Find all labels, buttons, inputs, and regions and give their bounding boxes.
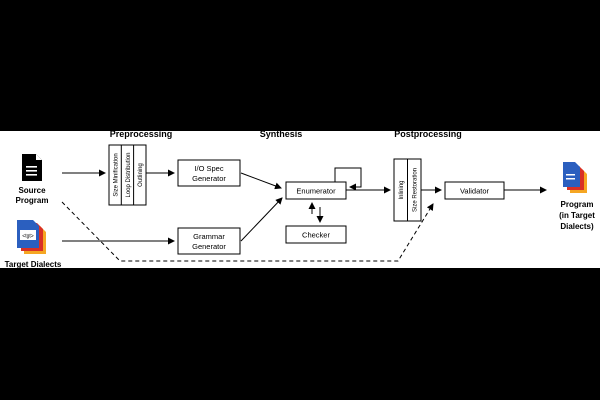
- validator-label: Validator: [460, 187, 490, 196]
- checker-box: [285, 225, 347, 244]
- header-preprocessing: Preprocessing: [110, 129, 173, 139]
- checker-label: Checker: [302, 231, 330, 240]
- grammar-generator-box: [177, 227, 241, 255]
- arrow-io-spec-to-enumerator: [240, 172, 282, 190]
- dashed-arrow-source-to-validator: [61, 201, 434, 262]
- source-program-file-icon: [22, 154, 42, 181]
- grammar-label-2: Generator: [192, 242, 226, 251]
- output-label-1: Program: [561, 200, 594, 209]
- io-spec-generator-box: [177, 159, 241, 187]
- arrow-enumerator-loop: [334, 167, 362, 191]
- arrow-grammar-to-enumerator: [240, 197, 283, 242]
- preprocessing-box: [108, 144, 147, 206]
- enumerator-label: Enumerator: [296, 187, 336, 196]
- output-program-file-icon: [563, 162, 587, 193]
- source-program-label-2: Program: [16, 196, 49, 205]
- step-outlining: Outlining: [138, 163, 144, 187]
- step-size-restoration: Size Restoration: [413, 168, 419, 212]
- io-spec-label-1: I/O Spec: [194, 164, 223, 173]
- tgt-tag: <tgt>: [22, 234, 33, 240]
- source-program-label-1: Source: [18, 186, 46, 195]
- io-spec-label-2: Generator: [192, 174, 226, 183]
- step-size-minification: Size Minification: [114, 153, 120, 196]
- output-label-2: (in Target: [559, 211, 595, 220]
- header-postprocessing: Postprocessing: [394, 129, 462, 139]
- step-inlining: Inlining: [399, 180, 405, 199]
- step-loop-distribution: Loop Distribution: [126, 152, 132, 197]
- output-label-3: Dialects): [560, 222, 594, 231]
- grammar-label-1: Grammar: [193, 232, 225, 241]
- header-synthesis: Synthesis: [260, 129, 303, 139]
- target-dialects-file-icon: <tgt>: [17, 220, 46, 254]
- target-dialects-label: Target Dialects: [5, 260, 62, 269]
